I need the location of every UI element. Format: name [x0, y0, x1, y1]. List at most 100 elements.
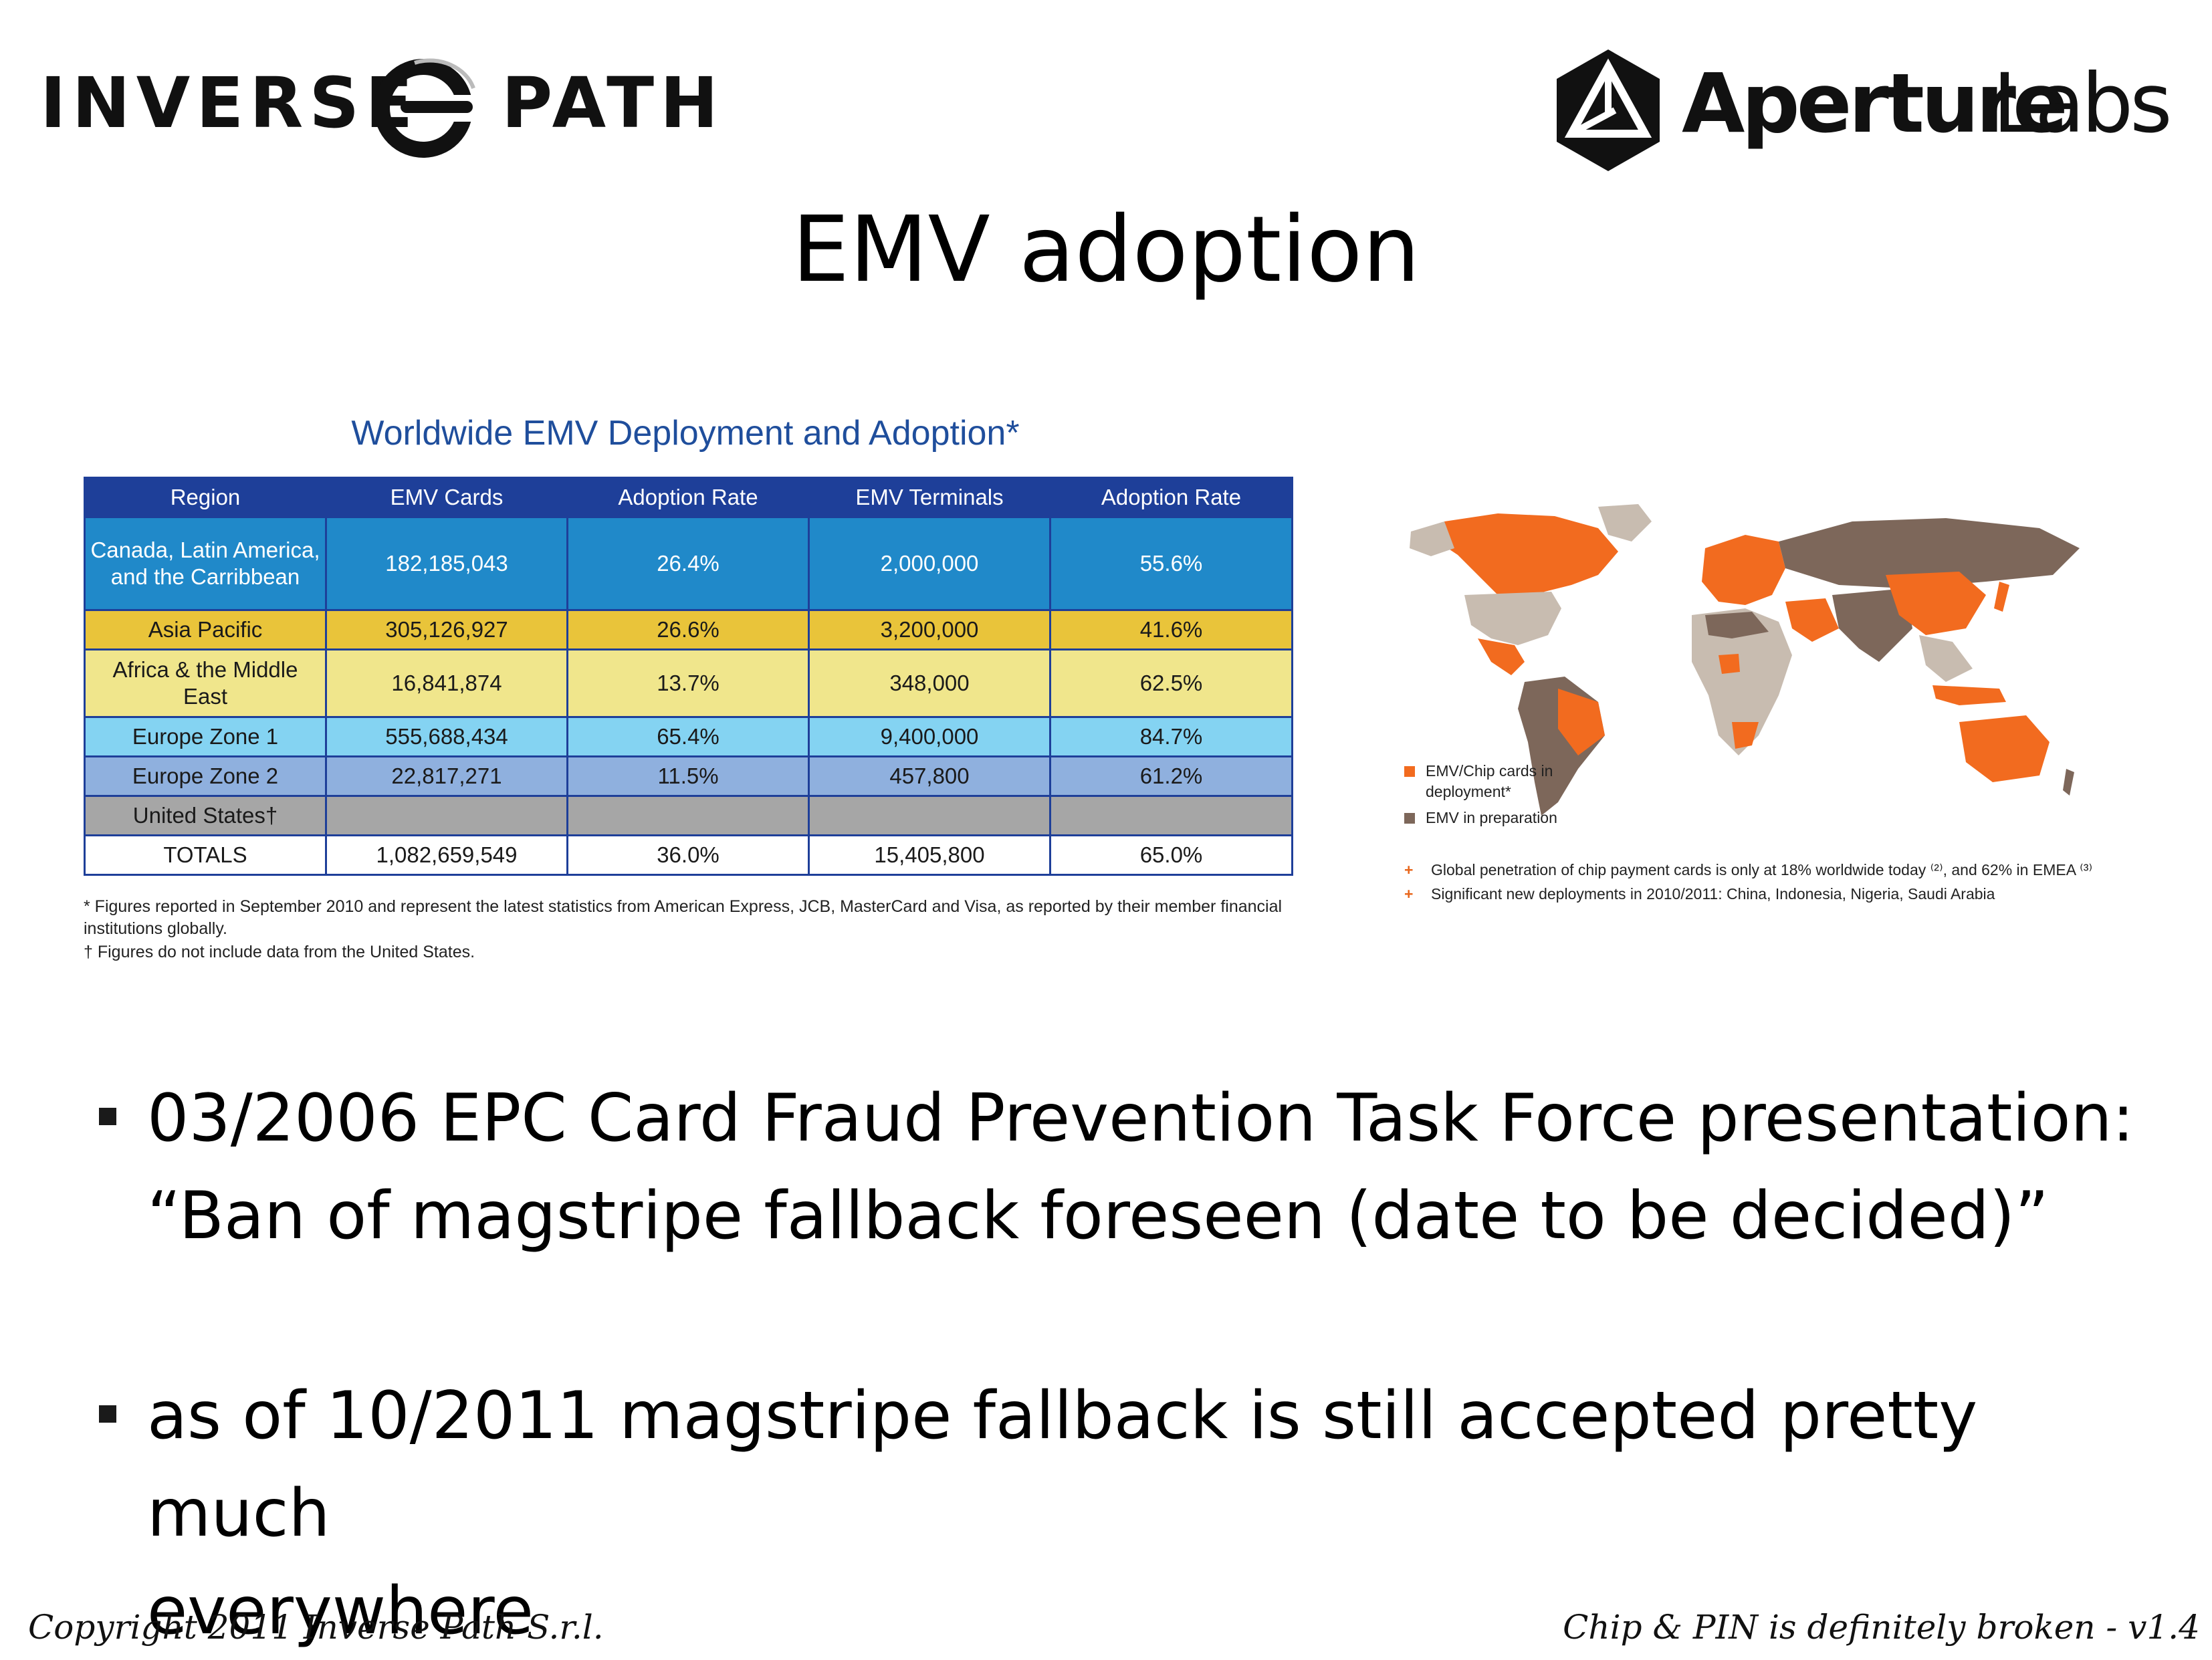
map-note: + Significant new deployments in 2010/20…	[1404, 882, 2140, 907]
map-region-southeast-asia	[1919, 635, 1973, 682]
aperture-labs-logo-word-aperture: Aperture	[1682, 56, 2068, 151]
map-region-mexico	[1478, 638, 1525, 675]
emv-deployment-table: Region EMV Cards Adoption Rate EMV Termi…	[84, 477, 1293, 876]
bullet-line: “Ban of magstripe fallback foreseen (dat…	[147, 1178, 2050, 1254]
table-cell: 15,405,800	[808, 834, 1051, 876]
column-header: Adoption Rate	[566, 477, 810, 518]
inverse-path-swirl-icon	[374, 58, 480, 158]
table-row: Asia Pacific 305,126,927 26.6% 3,200,000…	[84, 609, 1293, 650]
table-cell: 305,126,927	[325, 609, 568, 650]
aperture-hexagon-icon	[1557, 49, 1660, 171]
table-cell: Europe Zone 2	[84, 755, 327, 797]
table-cell	[566, 795, 810, 836]
table-cell: Europe Zone 1	[84, 716, 327, 757]
table-cell: 55.6%	[1049, 516, 1293, 611]
table-cell: TOTALS	[84, 834, 327, 876]
aperture-labs-logo: Aperture Labs	[1551, 47, 2180, 174]
map-region-north-africa	[1705, 612, 1769, 638]
bullet-line: everywhere	[147, 1573, 534, 1649]
table-header-row: Region EMV Cards Adoption Rate EMV Termi…	[84, 477, 1293, 518]
bullet-line: 03/2006 EPC Card Fraud Prevention Task F…	[147, 1080, 2134, 1157]
map-region-north-america	[1438, 513, 1618, 602]
inverse-path-logo-word-path: PATH	[502, 62, 725, 144]
bullet-square-icon	[99, 1108, 116, 1125]
legend-swatch-orange	[1404, 766, 1415, 777]
table-cell: 62.5%	[1049, 648, 1293, 718]
map-region-south-asia	[1832, 588, 1912, 662]
plus-icon: +	[1404, 884, 1414, 903]
map-region-new-zealand	[2063, 769, 2074, 796]
column-header: Region	[84, 477, 327, 518]
table-footnote: † Figures do not include data from the U…	[84, 943, 475, 961]
table-row: Canada, Latin America, and the Carribbea…	[84, 516, 1293, 611]
table-row: Europe Zone 2 22,817,271 11.5% 457,800 6…	[84, 755, 1293, 797]
table-cell	[808, 795, 1051, 836]
footer-version: Chip & PIN is definitely broken - v1.4	[1563, 1608, 2200, 1647]
map-legend: EMV/Chip cards in deployment* EMV in pre…	[1404, 761, 1605, 834]
map-region-nigeria	[1719, 654, 1740, 674]
map-region-china	[1886, 572, 1986, 635]
table-row: United States†	[84, 795, 1293, 836]
table-row: Africa & the Middle East 16,841,874 13.7…	[84, 648, 1293, 718]
map-region-greenland	[1598, 504, 1652, 542]
map-region-australia	[1959, 715, 2050, 782]
world-map-image	[1410, 504, 2080, 816]
map-region-russia	[1779, 518, 2080, 588]
map-notes: + Global penetration of chip payment car…	[1404, 858, 2140, 906]
footer-copyright: Copyright 2011 Inverse Path S.r.l.	[28, 1608, 604, 1647]
inverse-path-logo-word-inverse: INVERSE	[40, 62, 419, 144]
table-cell: 65.4%	[566, 716, 810, 757]
table-cell: 13.7%	[566, 648, 810, 718]
table-cell: 3,200,000	[808, 609, 1051, 650]
map-region-south-africa	[1732, 722, 1759, 749]
column-header: EMV Terminals	[808, 477, 1051, 518]
table-cell: 22,817,271	[325, 755, 568, 797]
map-region-africa	[1692, 608, 1792, 755]
slide-title: EMV adoption	[792, 197, 1420, 303]
table-cell: 9,400,000	[808, 716, 1051, 757]
table-cell: 1,082,659,549	[325, 834, 568, 876]
legend-item-deployment: EMV/Chip cards in deployment*	[1404, 761, 1605, 802]
table-title: Worldwide EMV Deployment and Adoption*	[351, 414, 1020, 453]
column-header: EMV Cards	[325, 477, 568, 518]
map-region-alaska	[1410, 521, 1454, 556]
plus-icon: +	[1404, 861, 1414, 878]
map-note: + Global penetration of chip payment car…	[1404, 858, 2140, 882]
table-row: TOTALS 1,082,659,549 36.0% 15,405,800 65…	[84, 834, 1293, 876]
table-row: Europe Zone 1 555,688,434 65.4% 9,400,00…	[84, 716, 1293, 757]
column-header: Adoption Rate	[1049, 477, 1293, 518]
table-cell	[325, 795, 568, 836]
table-cell: 41.6%	[1049, 609, 1293, 650]
table-cell: 36.0%	[566, 834, 810, 876]
table-cell: 26.4%	[566, 516, 810, 611]
map-region-middle-east	[1785, 598, 1839, 642]
map-region-europe	[1702, 535, 1785, 605]
table-cell: 16,841,874	[325, 648, 568, 718]
map-region-indonesia	[1932, 685, 2006, 705]
table-cell: 182,185,043	[325, 516, 568, 611]
bullet-point-2: as of 10/2011 magstripe fallback is stil…	[147, 1367, 2153, 1660]
legend-swatch-brown	[1404, 813, 1415, 824]
map-region-usa	[1464, 592, 1561, 645]
table-cell: 84.7%	[1049, 716, 1293, 757]
table-cell: 348,000	[808, 648, 1051, 718]
table-cell: United States†	[84, 795, 327, 836]
table-cell: 11.5%	[566, 755, 810, 797]
map-note-text: Significant new deployments in 2010/2011…	[1431, 884, 1995, 903]
map-region-brazil	[1558, 689, 1605, 755]
bullet-square-icon	[99, 1405, 116, 1423]
table-cell: Asia Pacific	[84, 609, 327, 650]
table-cell: Africa & the Middle East	[84, 648, 327, 718]
map-note-text: Global penetration of chip payment cards…	[1431, 861, 2093, 878]
table-footnote: * Figures reported in September 2010 and…	[84, 897, 1283, 938]
table-cell	[1049, 795, 1293, 836]
table-cell: 555,688,434	[325, 716, 568, 757]
table-cell: 65.0%	[1049, 834, 1293, 876]
map-region-japan	[1994, 582, 2009, 612]
inverse-path-logo: INVERSE PATH	[40, 48, 718, 162]
aperture-labs-logo-word-labs: Labs	[1993, 56, 2173, 151]
table-cell: Canada, Latin America, and the Carribbea…	[84, 516, 327, 611]
legend-label: EMV/Chip cards in deployment*	[1426, 762, 1553, 801]
legend-item-preparation: EMV in preparation	[1404, 808, 1605, 828]
bullet-point-1: 03/2006 EPC Card Fraud Prevention Task F…	[147, 1070, 2153, 1265]
